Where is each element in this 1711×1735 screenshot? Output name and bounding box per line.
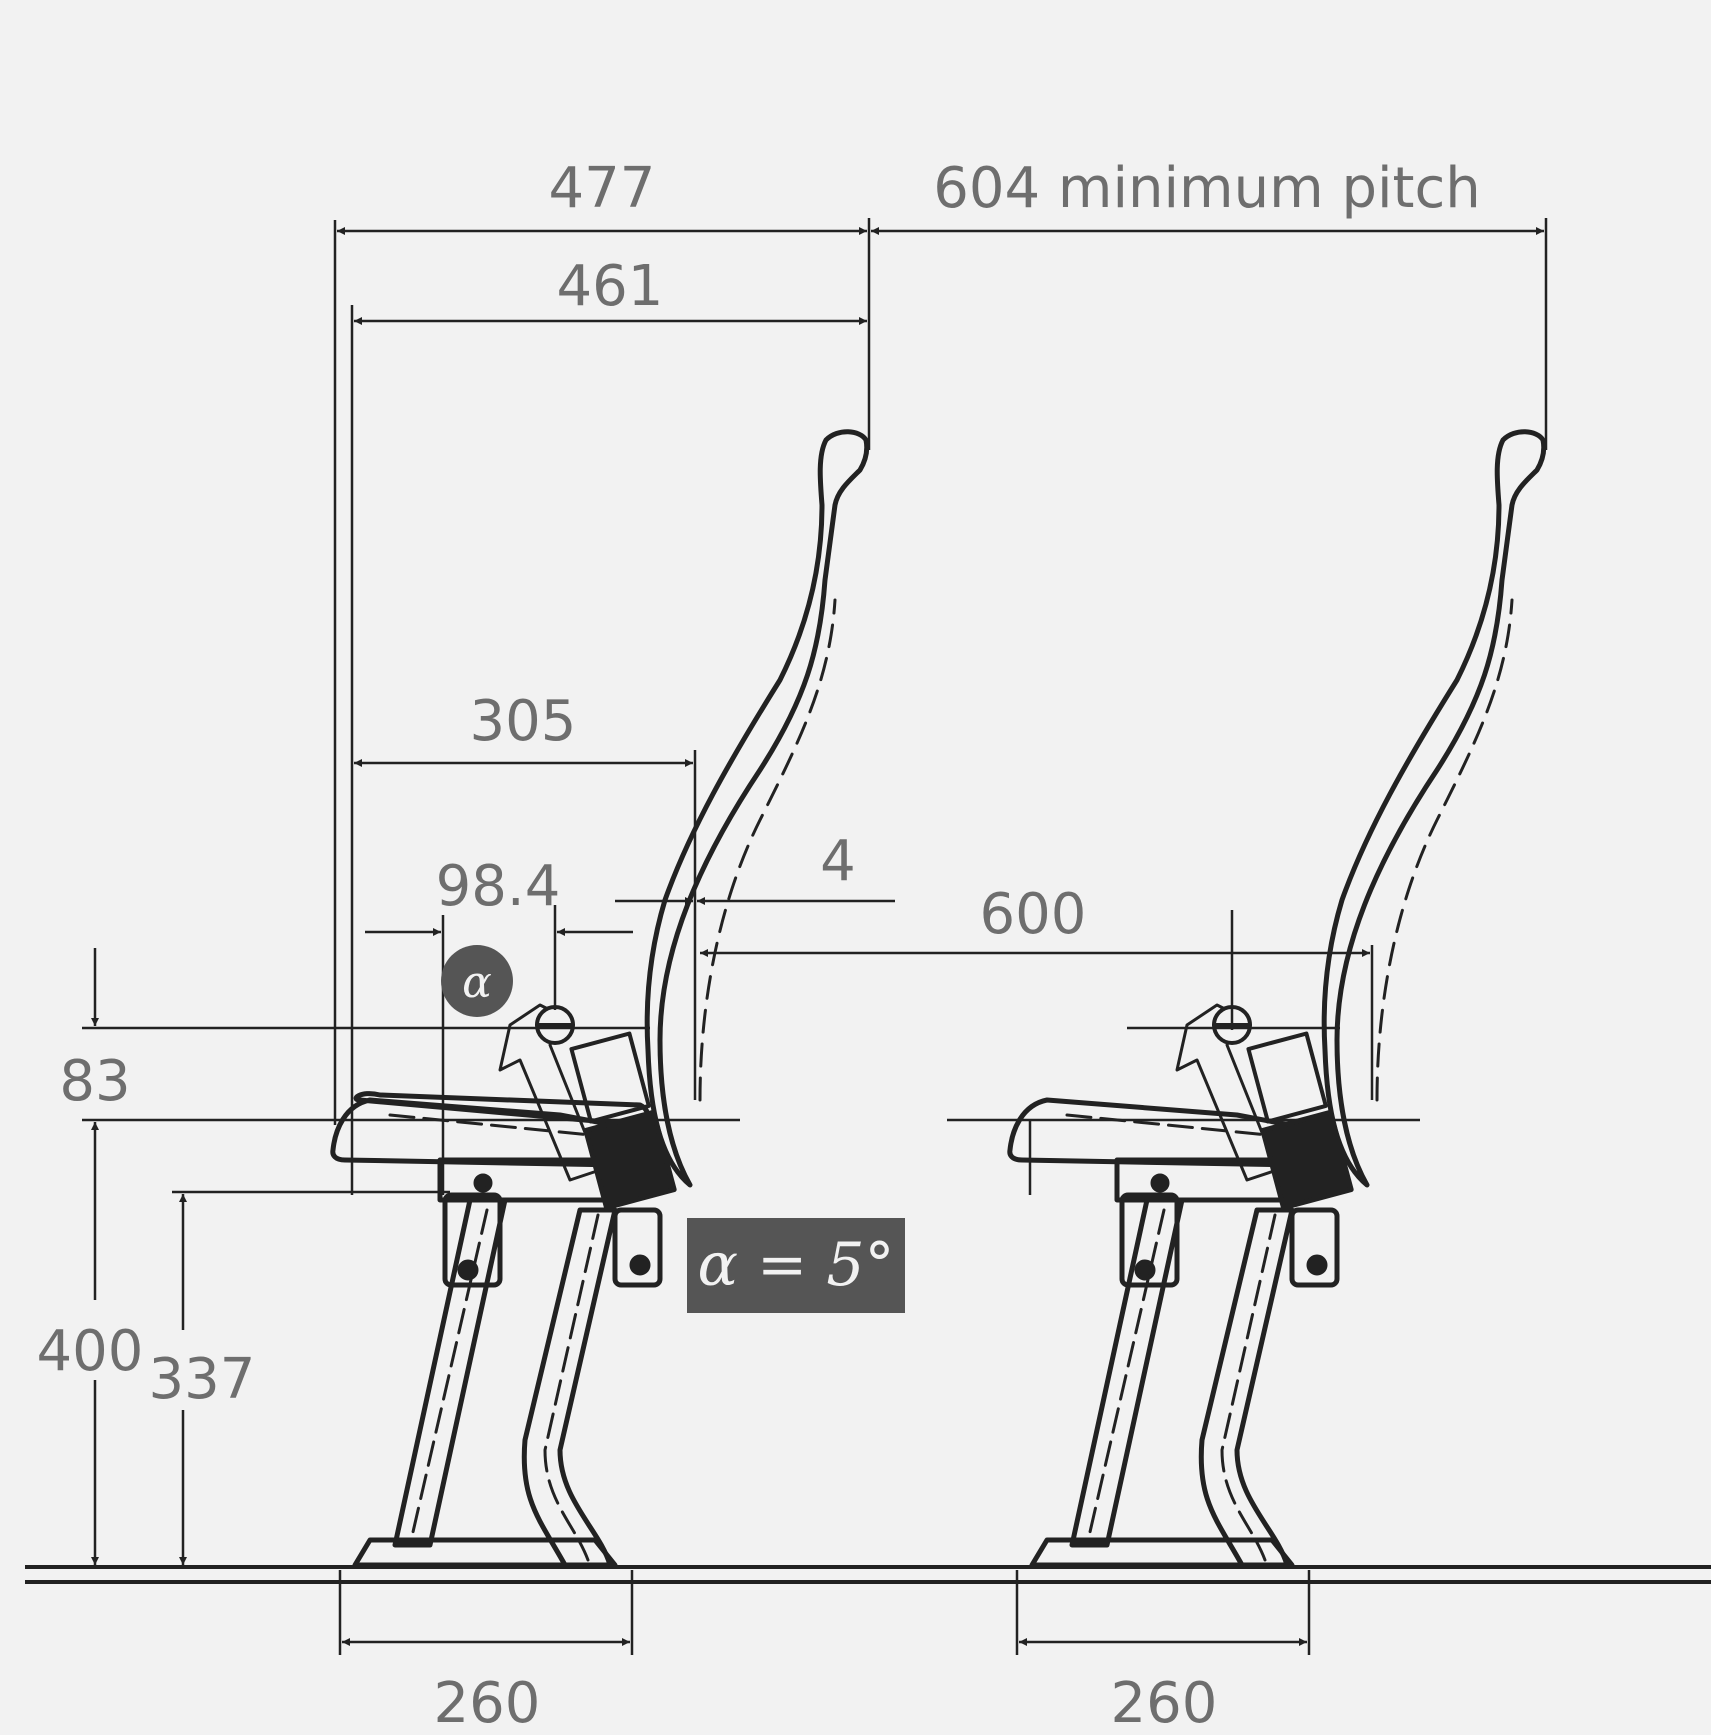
angle-label: α = 5° (697, 1230, 894, 1300)
bracket-rear-left (612, 1207, 663, 1288)
dim-83-label: 83 (59, 1049, 130, 1114)
dim-477-label: 477 (549, 156, 656, 221)
alpha-badge-symbol: α (462, 957, 492, 1008)
dim-4-label: 4 (820, 829, 856, 894)
dim-604-minimum-pitch-label: 604 minimum pitch (933, 156, 1481, 221)
seat-right (1007, 429, 1547, 1568)
backrest-outer-left (644, 429, 870, 1188)
dim-461-label: 461 (557, 254, 664, 319)
rear-leg-left (521, 1207, 618, 1568)
alpha-badge: α (441, 945, 513, 1017)
floor-line (25, 1565, 1711, 1584)
dim-260-left-label: 260 (434, 1671, 541, 1735)
pocket-left (569, 1031, 651, 1124)
dim-600-label: 600 (980, 882, 1087, 947)
angle-callout-box: α = 5° (687, 1218, 905, 1313)
dim-337-label: 337 (149, 1347, 256, 1412)
dim-400-label: 400 (37, 1319, 144, 1384)
mechanism-left (583, 1109, 677, 1211)
bracket-front-left (442, 1192, 503, 1288)
dim-98-4-label: 98.4 (436, 854, 561, 919)
foot-left (352, 1537, 618, 1568)
dimension-lines (82, 218, 1548, 1655)
dim-305-label: 305 (470, 689, 577, 754)
seat-left (330, 429, 870, 1568)
front-leg-left (392, 1197, 508, 1548)
dim-260-right-label: 260 (1111, 1671, 1218, 1735)
backrest-dashed-left (698, 598, 837, 1102)
